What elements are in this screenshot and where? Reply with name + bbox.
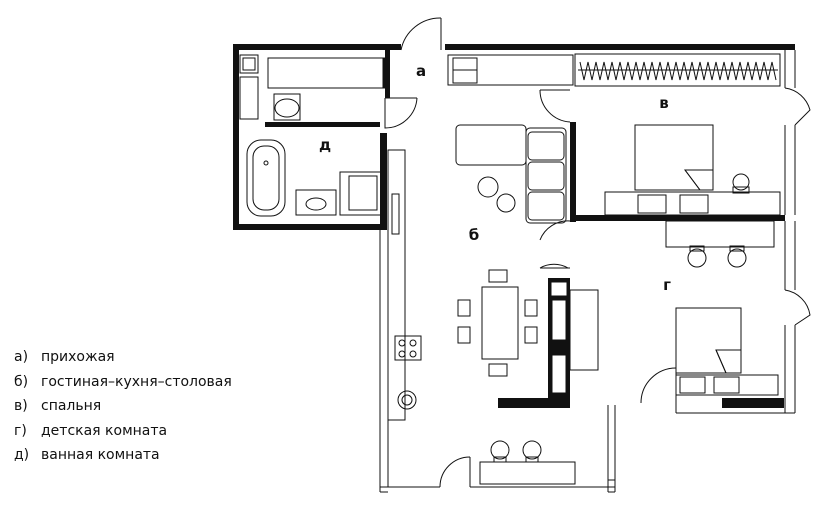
bathroom-fixtures (239, 54, 388, 217)
legend-key: б) (14, 373, 29, 390)
legend-text: гостиная–кухня–столовая (41, 373, 232, 390)
legend-item-hallway: а) прихожая (14, 345, 232, 370)
kitchen-counter (387, 149, 422, 421)
sofa (455, 124, 567, 224)
legend-text: спальня (41, 398, 102, 414)
legend-item-bedroom: в) спальня (14, 394, 232, 419)
room-label-bedroom: в (659, 94, 669, 112)
legend-item-living-room: б) гостиная–кухня–столовая (14, 370, 232, 395)
doors (384, 17, 811, 488)
balcony-seating (479, 440, 576, 485)
legend-key: в) (14, 398, 28, 414)
tv-unit (548, 278, 599, 398)
dining-table (457, 269, 538, 377)
room-label-kids-room: г (663, 276, 671, 294)
legend: а) прихожая б) гостиная–кухня–столовая в) с… (14, 345, 232, 468)
legend-text: детская комната (41, 422, 168, 439)
legend-item-kids-room: г) детская комната (14, 419, 232, 444)
legend-key: а) (14, 349, 29, 365)
outer-walls (445, 44, 795, 408)
legend-key: д) (14, 447, 30, 463)
room-label-hallway: а (416, 62, 426, 80)
legend-item-bathroom: д) ванная комната (14, 443, 232, 468)
hallway-furniture (447, 54, 574, 86)
bedroom-wardrobe (574, 53, 781, 87)
room-label-living-room: б (469, 226, 479, 244)
outer-wall-lines (379, 50, 796, 493)
legend-text: ванная комната (41, 447, 160, 463)
legend-key: г) (14, 422, 27, 439)
legend-text: прихожая (41, 349, 115, 365)
kids-room-furniture (665, 220, 779, 396)
bedroom-bed (604, 124, 781, 216)
room-label-bathroom: д (319, 136, 331, 154)
